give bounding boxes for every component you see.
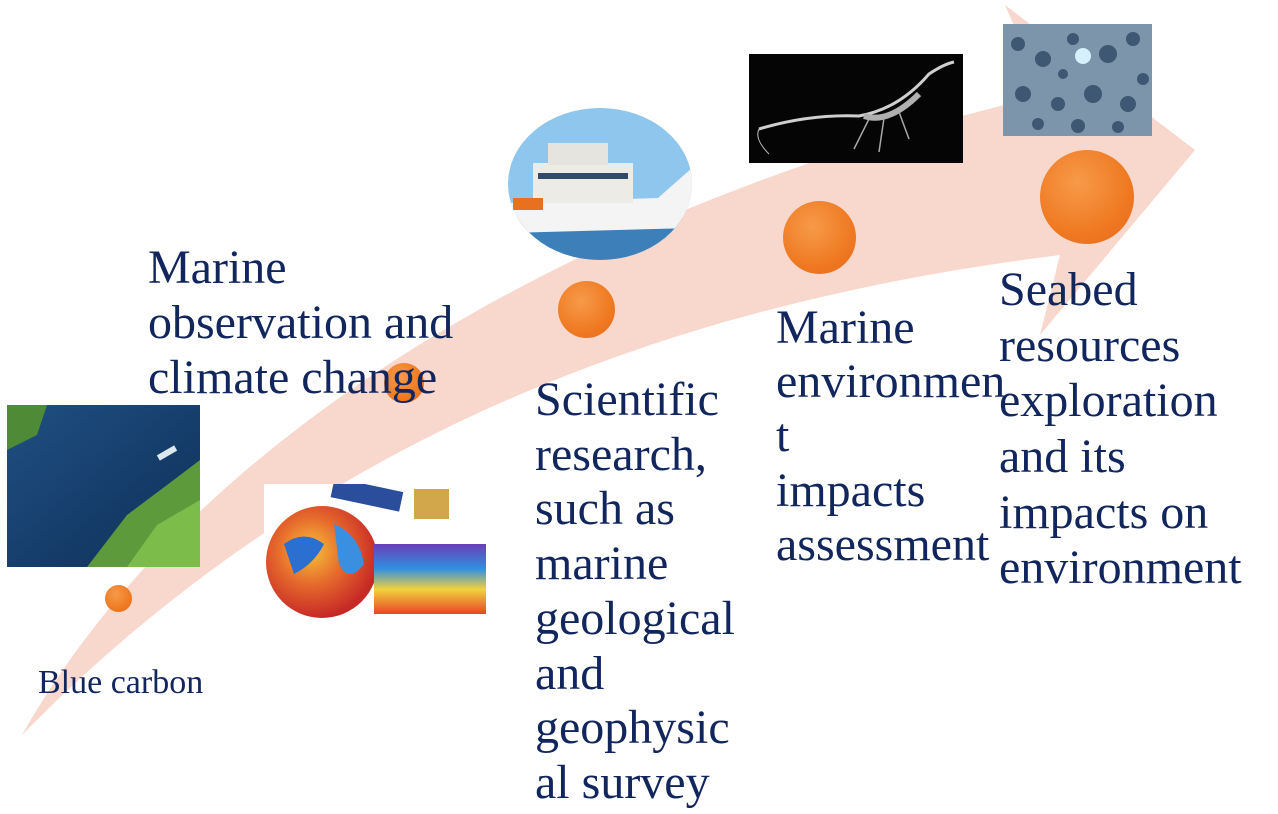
stage-dot-environment-assessment [783, 201, 856, 274]
seabed-nodules-photo [1003, 24, 1152, 136]
research-vessel-photo [508, 108, 692, 260]
stage-dot-marine-observation [384, 363, 424, 403]
stage-label-blue-carbon: Blue carbon [38, 664, 204, 701]
stage-dot-seabed-resources [1040, 150, 1134, 244]
stage-dot-scientific-research [558, 281, 615, 338]
mangrove-photo [7, 405, 200, 567]
stage-label-scientific-research: Scientific research, such as marine geol… [535, 373, 735, 810]
stage-dot-blue-carbon [105, 585, 132, 612]
deep-sea-creature-photo [749, 54, 963, 163]
stage-label-marine-observation: Marine observation and climate change [148, 241, 454, 405]
stage-label-seabed-resources: Seabed resources exploration and its imp… [999, 263, 1242, 595]
globe-satellite-image [264, 484, 488, 618]
stage-label-environment-assessment: Marine environmen t impacts assessment [776, 301, 1006, 571]
